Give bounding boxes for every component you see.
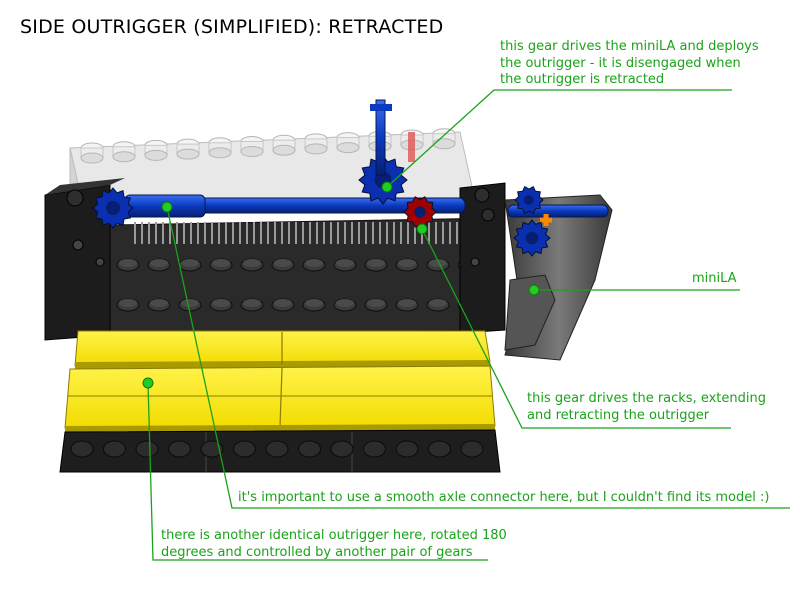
stud <box>298 440 321 458</box>
stud <box>428 440 451 458</box>
bottom-studs <box>70 440 484 458</box>
stud-top <box>212 259 230 267</box>
stud <box>330 440 354 458</box>
marker-dot <box>416 223 428 235</box>
stud-top <box>274 259 292 267</box>
annotation-line: miniLA <box>692 271 737 286</box>
page-title: SIDE OUTRIGGER (SIMPLIFIED): RETRACTED <box>20 16 444 38</box>
annotation-line: it's important to use a smooth axle conn… <box>238 490 770 505</box>
annotation-line: and retracting the outrigger <box>527 407 710 423</box>
gear-hub <box>414 206 426 218</box>
rack-teeth <box>134 222 465 244</box>
annotation-minila: miniLA <box>692 271 737 288</box>
annotation-rack-gear: this gear drives the racks, extending an… <box>527 391 766 424</box>
stud-base <box>304 143 328 155</box>
stud-top <box>274 299 292 307</box>
marker-dot <box>381 181 393 193</box>
stud-top <box>336 299 354 307</box>
leader-lines <box>142 89 790 561</box>
bottom-black-plate <box>59 429 501 473</box>
stud-base <box>272 144 296 156</box>
annotation-line: the outrigger - it is disengaged when <box>500 55 741 71</box>
stud-base <box>176 148 200 160</box>
vertical-axle <box>370 99 415 176</box>
left-end-brick <box>44 178 125 341</box>
black-base-brick <box>109 217 501 336</box>
stud-base <box>80 152 104 164</box>
stud <box>395 440 419 458</box>
annotation-line: the outrigger is retracted <box>500 72 665 87</box>
stud <box>135 440 159 458</box>
annotation-line: degrees and controlled by another pair o… <box>161 544 473 560</box>
stud <box>233 440 256 458</box>
stud-base <box>240 146 264 157</box>
stud-top <box>181 259 199 267</box>
stud <box>200 440 224 458</box>
stud-top <box>367 259 385 267</box>
marker-dot <box>142 377 154 389</box>
red-gear-icon <box>403 196 437 228</box>
stud-base <box>208 147 232 159</box>
stud <box>363 440 386 458</box>
leader-axle-connector <box>166 206 790 509</box>
stud-base <box>144 149 168 161</box>
stud-top <box>336 259 354 267</box>
stud <box>265 440 289 458</box>
stud-top <box>212 299 230 307</box>
stud-top <box>429 299 447 307</box>
annotation-line: there is another identical outrigger her… <box>161 528 507 543</box>
stud-top <box>398 299 416 307</box>
stud-top <box>243 259 261 267</box>
stud-top <box>429 259 447 267</box>
stud <box>70 440 94 458</box>
marker-dot <box>528 284 540 296</box>
blue-gear-icon <box>358 155 408 205</box>
gear-hub <box>525 231 539 245</box>
annotation-line: this gear drives the miniLA and deploys <box>500 39 759 54</box>
stud-top <box>243 299 261 307</box>
gear-hub <box>524 195 534 205</box>
stud-top <box>181 299 199 307</box>
annotation-axle-connector: it's important to use a smooth axle conn… <box>238 490 769 507</box>
stud-top <box>150 299 168 307</box>
annotation-line: this gear drives the racks, extending <box>527 391 766 406</box>
yellow-plates <box>64 330 496 434</box>
stud-top <box>305 259 323 267</box>
stud <box>103 440 126 458</box>
leader-identical-outrigger <box>147 382 488 561</box>
gear-hub <box>106 201 120 215</box>
blue-gear-icon <box>92 187 134 229</box>
leader-rack-gear <box>421 228 731 429</box>
stud-base <box>432 138 456 150</box>
stud-top <box>119 299 137 307</box>
stud-base <box>112 151 136 163</box>
marker-dot <box>161 201 173 213</box>
minila-actuator-icon <box>504 194 613 361</box>
leader-minila-gear <box>386 89 732 188</box>
stud-top <box>305 299 323 307</box>
stud-top <box>398 259 416 267</box>
stud-top <box>367 299 385 307</box>
stud-top <box>119 259 137 267</box>
blue-gear-icon <box>514 186 544 214</box>
right-end-brick <box>459 182 506 334</box>
blue-gear-icon <box>513 219 551 257</box>
stud <box>168 440 191 458</box>
stud <box>460 440 484 458</box>
annotation-identical-outrigger: there is another identical outrigger her… <box>161 528 507 561</box>
annotation-minila-gear: this gear drives the miniLA and deploys … <box>500 39 759 89</box>
stud-base <box>336 142 360 154</box>
stud-top <box>150 259 168 267</box>
